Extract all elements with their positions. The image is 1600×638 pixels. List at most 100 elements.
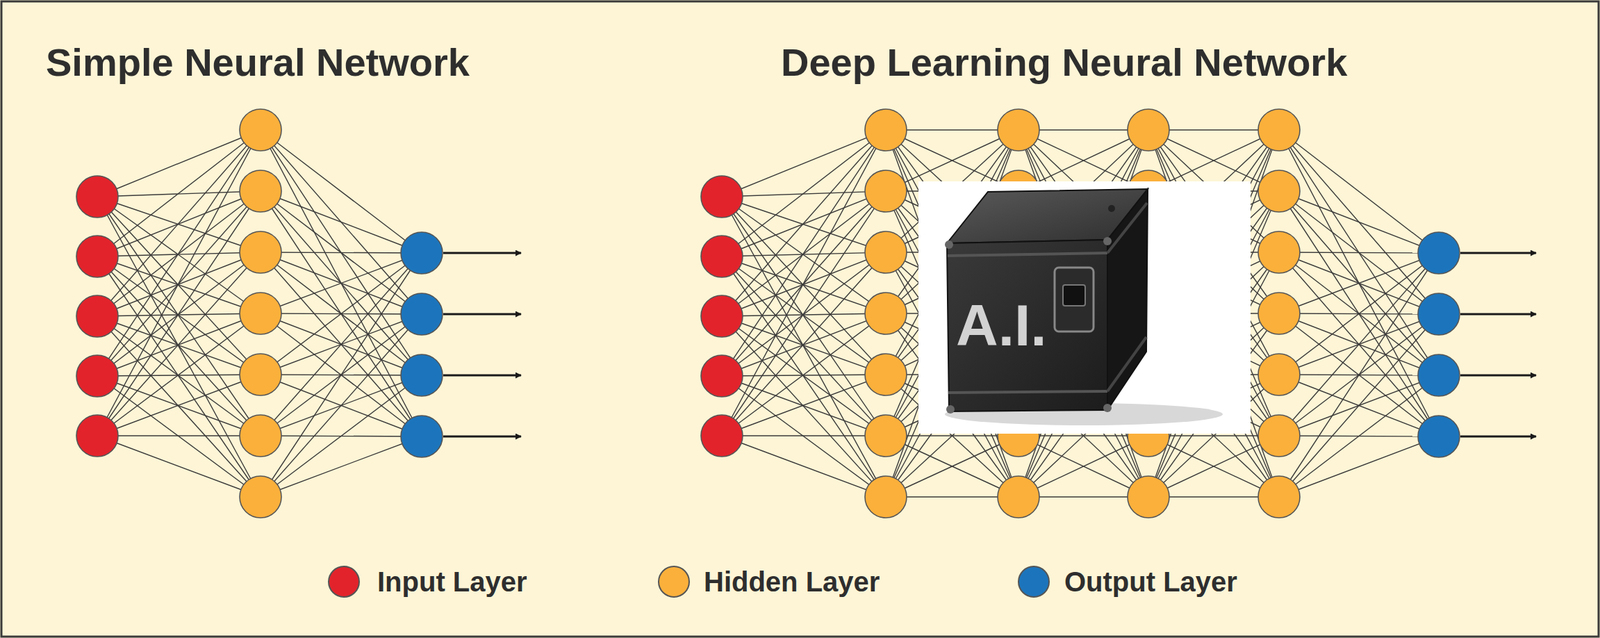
legend-swatch	[657, 565, 690, 598]
case-latch	[1054, 267, 1094, 332]
case-rib	[947, 252, 1108, 256]
case-corner	[946, 405, 955, 414]
output-arrow	[1460, 435, 1537, 438]
weight-line	[260, 252, 422, 253]
weight-line	[260, 129, 422, 253]
neuron-circle	[1258, 353, 1300, 396]
neuron-circle	[864, 292, 907, 335]
neuron-circle	[400, 415, 443, 458]
neuron-circle	[1417, 293, 1460, 335]
weight-line	[260, 252, 422, 315]
neuron-circle	[76, 355, 119, 397]
case-label: A.I.	[955, 291, 1047, 360]
case-latch-lock	[1062, 284, 1086, 306]
weight-line	[260, 129, 422, 315]
weight-line	[721, 435, 886, 497]
neuron-circle	[239, 292, 282, 335]
weight-line	[260, 129, 422, 376]
weight-line	[1018, 435, 1149, 497]
neuron-circle	[400, 232, 443, 274]
weight-line	[1279, 375, 1439, 497]
weight-line	[97, 129, 261, 436]
weight-line	[97, 313, 261, 436]
weight-line	[97, 434, 261, 436]
neural-network	[700, 109, 1537, 518]
weight-line	[97, 129, 261, 317]
weight-line	[721, 256, 886, 314]
weight-line	[97, 129, 261, 257]
neuron-circle	[864, 353, 907, 396]
weight-line	[1279, 129, 1439, 437]
weight-line	[721, 129, 886, 376]
weight-line	[721, 129, 886, 436]
weight-line	[721, 191, 886, 436]
weight-line	[1279, 129, 1439, 376]
output-arrow	[1460, 252, 1537, 255]
network-heading: Deep Learning Neural Network	[780, 40, 1348, 85]
neuron-circle	[76, 295, 119, 337]
neuron-circle	[1417, 232, 1460, 274]
weight-line	[1148, 435, 1280, 497]
network-heading: Simple Neural Network	[45, 40, 470, 85]
neuron-circle	[864, 475, 907, 518]
neuron-circle	[239, 170, 282, 212]
case-corner	[944, 240, 954, 249]
weight-line	[1279, 436, 1439, 497]
output-arrow	[443, 313, 522, 316]
weight-line	[1279, 252, 1439, 315]
weight-line	[721, 196, 886, 314]
weight-line	[721, 129, 886, 317]
legend-swatch	[327, 565, 360, 598]
case-front	[946, 239, 1108, 412]
ai-case-picture	[918, 181, 1251, 434]
weight-line	[721, 434, 886, 436]
neuron-circle	[239, 353, 282, 396]
neuron-circle	[239, 231, 282, 274]
weight-line	[97, 256, 261, 497]
weight-line	[97, 252, 261, 436]
case-rib	[1107, 202, 1148, 253]
output-arrow	[1460, 374, 1537, 377]
weight-line	[721, 316, 886, 375]
neuron-circle	[400, 354, 443, 397]
output-arrow	[443, 435, 522, 438]
neuron-circle	[700, 295, 743, 337]
neuron-circle	[400, 293, 443, 335]
weight-line	[97, 191, 261, 436]
weight-line	[1279, 252, 1439, 436]
weight-line	[260, 252, 422, 497]
weight-line	[1279, 252, 1439, 253]
neuron-circle	[864, 109, 907, 151]
weight-line	[97, 435, 261, 497]
network-layer	[76, 109, 1537, 518]
weight-line	[721, 313, 886, 436]
neuron-circle	[1127, 109, 1170, 151]
weight-line	[97, 256, 261, 314]
case-rib	[1107, 336, 1147, 392]
legend-label: Input Layer	[377, 565, 528, 598]
weight-line	[1018, 435, 1149, 497]
weight-line	[97, 129, 261, 197]
weight-line	[260, 191, 422, 315]
weight-line	[1279, 191, 1439, 253]
weight-line	[260, 191, 422, 253]
weight-line	[97, 196, 261, 253]
neuron-circle	[997, 109, 1040, 151]
weight-line	[721, 252, 886, 436]
weight-line	[1279, 252, 1439, 497]
neuron-circle	[997, 475, 1040, 518]
weight-line	[885, 435, 1019, 497]
neuron-circle	[700, 355, 743, 397]
weight-line	[1279, 314, 1439, 497]
picture-ground	[918, 181, 1251, 434]
weight-line	[1279, 191, 1439, 376]
neuron-circle	[1127, 475, 1170, 518]
weight-line	[97, 196, 261, 314]
neuron-circle	[76, 175, 119, 218]
neuron-circle	[239, 414, 282, 457]
neural-network	[76, 109, 522, 518]
weight-line	[260, 129, 422, 437]
neuron-circle	[700, 414, 743, 457]
neuron-circle	[76, 414, 119, 457]
